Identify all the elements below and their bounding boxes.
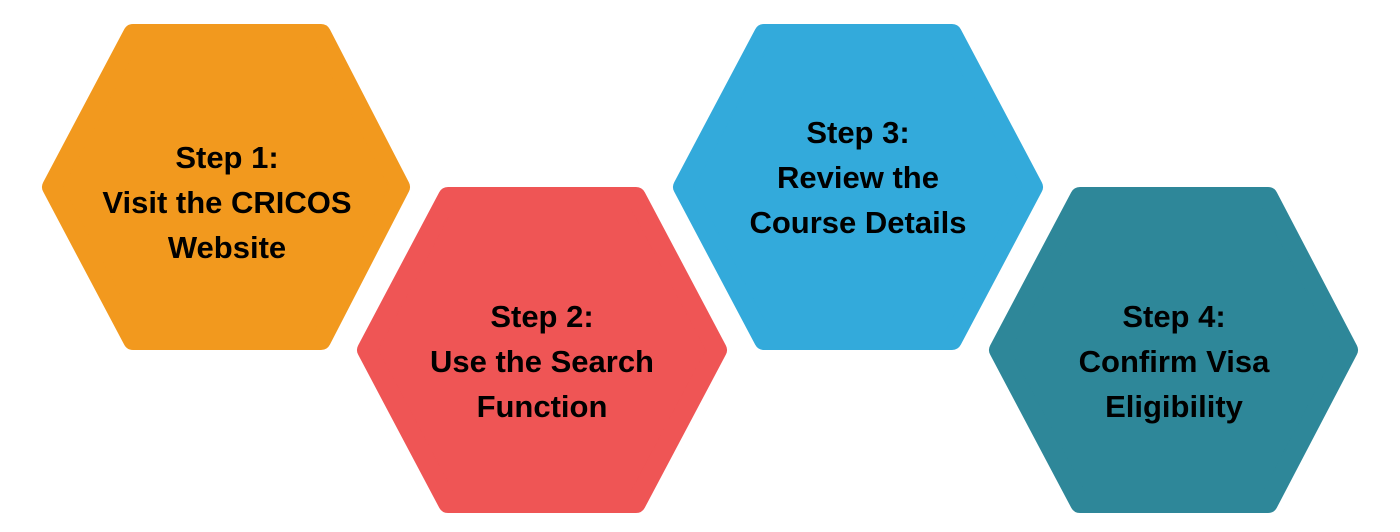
hexagon-step-1 <box>42 24 410 350</box>
step-title: Step 4: <box>1122 299 1226 334</box>
hexagon-step-2 <box>357 187 727 513</box>
hexagon-step-4 <box>989 187 1358 513</box>
step-title: Step 2: <box>490 299 594 334</box>
step-text: Course Details <box>749 205 967 240</box>
step-text: Review the <box>777 160 939 195</box>
hexagon-step-3 <box>673 24 1043 350</box>
step-text: Visit the CRICOS <box>102 185 352 220</box>
step-text: Confirm Visa <box>1078 344 1270 379</box>
step-3-label: Step 3: Review the Course Details <box>673 110 1043 245</box>
step-title: Step 1: <box>175 140 279 175</box>
step-text: Eligibility <box>1105 389 1243 424</box>
step-2-label: Step 2: Use the Search Function <box>357 294 727 429</box>
step-text: Function <box>476 389 608 424</box>
step-4-label: Step 4: Confirm Visa Eligibility <box>989 294 1359 429</box>
step-text: Website <box>167 230 287 265</box>
step-1-label: Step 1: Visit the CRICOS Website <box>42 135 412 270</box>
step-text: Use the Search <box>430 344 654 379</box>
step-title: Step 3: <box>806 115 910 150</box>
